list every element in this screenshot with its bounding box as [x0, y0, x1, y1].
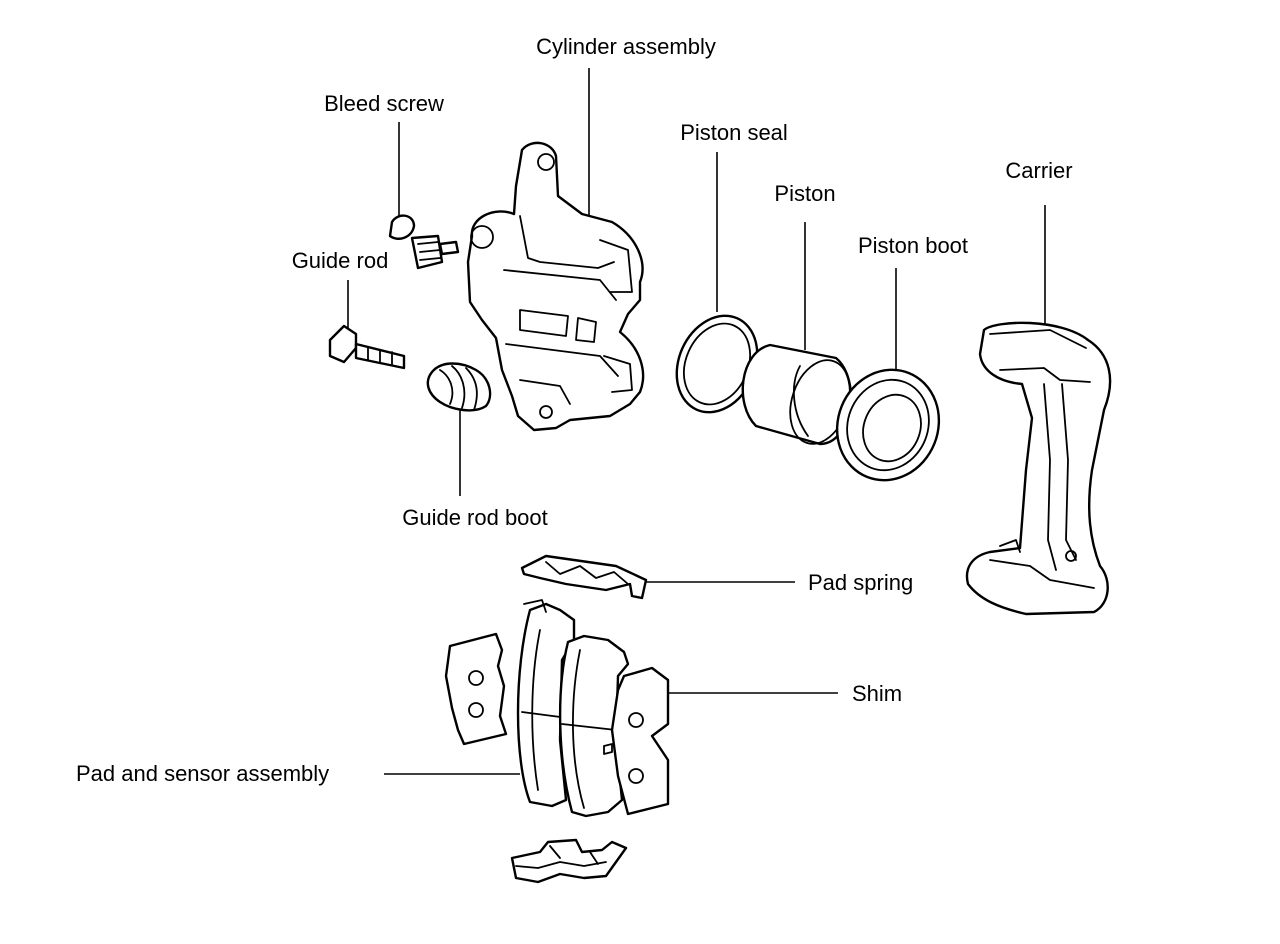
label-guide-rod-boot: Guide rod boot [402, 505, 548, 530]
piston-seal-part [675, 314, 759, 414]
label-pad-spring: Pad spring [808, 570, 913, 595]
piston-part [741, 343, 852, 446]
label-cylinder-assembly: Cylinder assembly [536, 34, 716, 59]
carrier-part [965, 321, 1112, 616]
label-carrier: Carrier [1005, 158, 1072, 183]
pad-and-sensor-assembly-part [516, 599, 576, 808]
cylinder-assembly-part [466, 141, 645, 432]
leader-lines [347, 68, 1046, 775]
label-piston-seal: Piston seal [680, 120, 788, 145]
inner-shim-part [603, 666, 670, 816]
guide-rod-boot-part [426, 362, 492, 412]
pad-support-clip-part [510, 838, 628, 884]
label-piston-boot: Piston boot [858, 233, 968, 258]
label-pad-and-sensor-assembly: Pad and sensor assembly [76, 761, 329, 786]
label-bleed-screw: Bleed screw [324, 91, 444, 116]
guide-rod-part [328, 324, 406, 370]
label-piston: Piston [774, 181, 835, 206]
pad-spring-part [520, 554, 648, 600]
outer-shim-part [444, 632, 508, 746]
piston-boot-part [835, 368, 941, 482]
label-shim: Shim [852, 681, 902, 706]
label-guide-rod: Guide rod [292, 248, 389, 273]
inner-pad-part [558, 634, 630, 818]
bleed-screw-part [388, 214, 460, 270]
